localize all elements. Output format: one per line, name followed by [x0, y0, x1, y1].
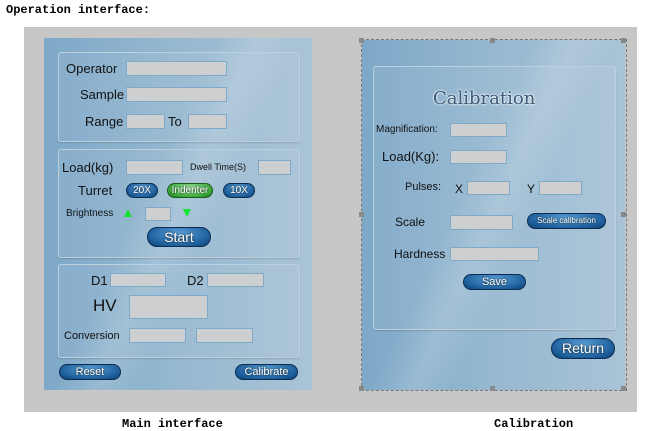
resize-handle[interactable] [490, 386, 495, 391]
range-label: Range [85, 114, 124, 129]
pulses-x-label: X [455, 182, 464, 196]
dwell-time-input[interactable] [258, 160, 291, 175]
resize-handle[interactable] [490, 38, 495, 43]
d1-label: D1 [91, 273, 108, 288]
page-heading: Operation interface: [6, 3, 151, 17]
scale-input[interactable] [450, 215, 513, 230]
pulses-x-input[interactable] [467, 181, 510, 195]
turret-indenter-button[interactable]: Indenter [167, 183, 213, 198]
d2-input[interactable] [207, 273, 264, 287]
hardness-input[interactable] [450, 247, 539, 261]
magnification-label: Magnification: [376, 124, 438, 135]
resize-handle[interactable] [359, 38, 364, 43]
brightness-up-arrow-icon[interactable]: ▲ [121, 204, 135, 220]
operator-input[interactable] [126, 61, 227, 76]
resize-handle[interactable] [621, 386, 626, 391]
calibration-load-input[interactable] [450, 150, 507, 164]
pulses-y-label: Y [527, 182, 536, 196]
resize-handle[interactable] [621, 212, 626, 217]
range-from-input[interactable] [126, 114, 165, 129]
brightness-input[interactable] [145, 207, 171, 221]
hv-input[interactable] [129, 295, 208, 319]
hv-label: HV [93, 296, 117, 315]
d1-input[interactable] [110, 273, 166, 287]
pulses-y-input[interactable] [539, 181, 582, 195]
turret-10x-button[interactable]: 10X [223, 183, 255, 198]
pulses-label: Pulses: [405, 181, 442, 193]
dwell-time-label: Dwell Time(S) [190, 162, 247, 172]
brightness-label: Brightness [66, 208, 114, 219]
resize-handle[interactable] [359, 212, 364, 217]
main-interface-caption: Main interface [122, 417, 223, 431]
load-input[interactable] [126, 160, 183, 175]
start-button[interactable]: Start [147, 227, 211, 247]
d2-label: D2 [187, 273, 204, 288]
reset-button[interactable]: Reset [59, 364, 121, 380]
resize-handle[interactable] [621, 38, 626, 43]
conversion-input-1[interactable] [129, 328, 186, 343]
range-to-input[interactable] [188, 114, 227, 129]
turret-20x-button[interactable]: 20X [126, 183, 158, 198]
calibrate-button[interactable]: Calibrate [235, 364, 298, 380]
calibration-title: Calibration [433, 88, 536, 109]
sample-label: Sample [80, 87, 125, 102]
conversion-input-2[interactable] [196, 328, 253, 343]
turret-label: Turret [78, 183, 113, 198]
range-to-label: To [168, 114, 182, 129]
resize-handle[interactable] [359, 386, 364, 391]
scale-label: Scale [395, 215, 426, 229]
save-button[interactable]: Save [463, 274, 526, 290]
return-button[interactable]: Return [551, 338, 615, 359]
load-kg-label: Load(Kg): [382, 149, 440, 164]
magnification-input[interactable] [450, 123, 507, 137]
conversion-label: Conversion [64, 330, 120, 342]
operator-label: Operator [66, 61, 118, 76]
hardness-label: Hardness [394, 247, 446, 261]
calibration-caption: Calibration [494, 417, 574, 431]
load-label: Load(kg) [62, 160, 114, 175]
scale-calibration-button[interactable]: Scale calibration [527, 213, 606, 229]
brightness-down-arrow-icon[interactable]: ▼ [180, 204, 194, 220]
sample-input[interactable] [126, 87, 227, 102]
